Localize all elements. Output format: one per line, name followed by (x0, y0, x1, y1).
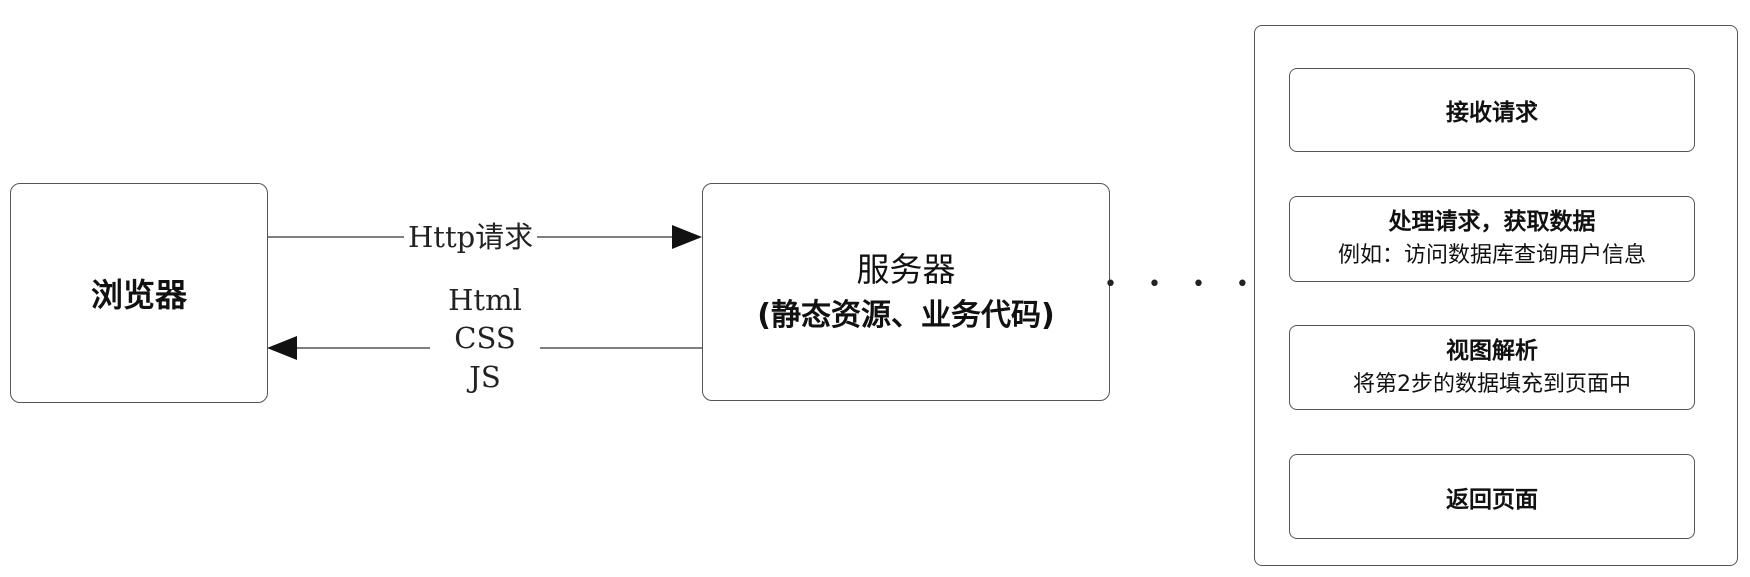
step-return-page: 返回页面 (1289, 454, 1695, 539)
browser-label: 浏览器 (90, 276, 187, 314)
server-node: 服务器 (静态资源、业务代码) (702, 183, 1110, 401)
server-subtitle: (静态资源、业务代码) (757, 298, 1055, 333)
step-3-detail: 将第2步的数据填充到页面中 (1353, 371, 1631, 397)
step-receive-request: 接收请求 (1289, 68, 1695, 152)
step-4-title: 返回页面 (1446, 486, 1538, 513)
browser-node: 浏览器 (10, 183, 268, 403)
response-arrowhead (267, 336, 297, 360)
request-arrowhead (672, 225, 702, 249)
step-view-resolve: 视图解析 将第2步的数据填充到页面中 (1289, 325, 1695, 410)
response-label-group: Html CSS JS (430, 282, 540, 396)
step-1-title: 接收请求 (1446, 100, 1538, 126)
server-title: 服务器 (856, 250, 956, 289)
response-label-css: CSS (430, 318, 540, 358)
response-label-html: Html (430, 282, 540, 318)
request-label: Http请求 (404, 220, 538, 254)
step-2-title: 处理请求，获取数据 (1388, 209, 1596, 235)
response-label-js: JS (430, 358, 540, 396)
step-3-title: 视图解析 (1446, 337, 1538, 364)
ellipsis-connector: • • • • (1104, 272, 1261, 297)
step-process-request: 处理请求，获取数据 例如：访问数据库查询用户信息 (1289, 196, 1695, 282)
step-2-detail: 例如：访问数据库查询用户信息 (1337, 243, 1646, 268)
